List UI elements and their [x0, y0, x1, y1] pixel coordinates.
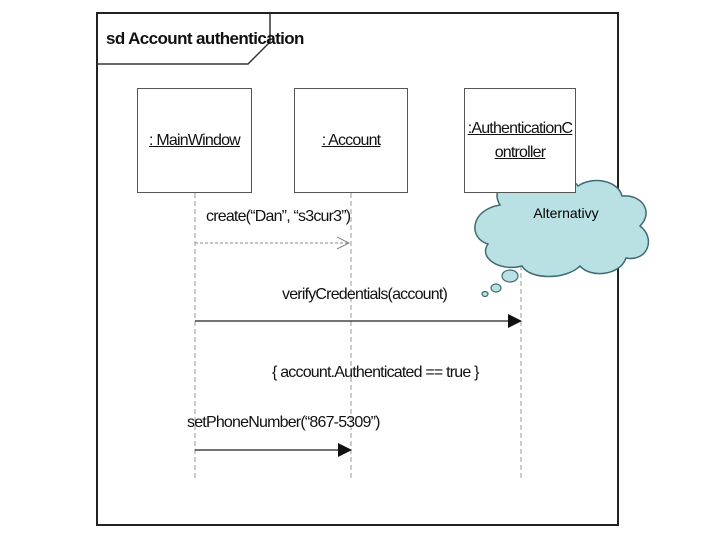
message-verify-credentials-label: verifyCredentials(account) [282, 286, 448, 303]
lifeline-account-box: : Account [294, 88, 408, 193]
guard-condition: { account.Authenticated == true } [272, 364, 479, 381]
lifeline-main-window-box: : MainWindow [137, 88, 252, 193]
callout-bubble-large [501, 269, 519, 283]
frame-title-tab [98, 14, 271, 65]
callout-bubble-medium [490, 283, 502, 293]
lifeline-authentication-controller-box: :AuthenticationController [464, 88, 576, 193]
callout-cloud [474, 174, 650, 298]
lifeline-authentication-controller-label: :AuthenticationController [467, 119, 573, 161]
message-verify-credentials-arrow [195, 314, 522, 328]
message-create-label: create(“Dan”, “s3cur3”) [206, 208, 351, 225]
message-set-phone-number-arrow [195, 443, 352, 457]
lifeline-account-label: : Account [321, 131, 381, 149]
frame-title: sd Account authentication [106, 29, 304, 48]
callout-bubble-small [481, 290, 489, 298]
message-set-phone-number-label: setPhoneNumber(“867-5309”) [187, 414, 380, 431]
callout-text: Alternativy [533, 205, 599, 221]
message-create-arrow [195, 236, 351, 250]
lifeline-main-window-label: : MainWindow [149, 131, 241, 149]
